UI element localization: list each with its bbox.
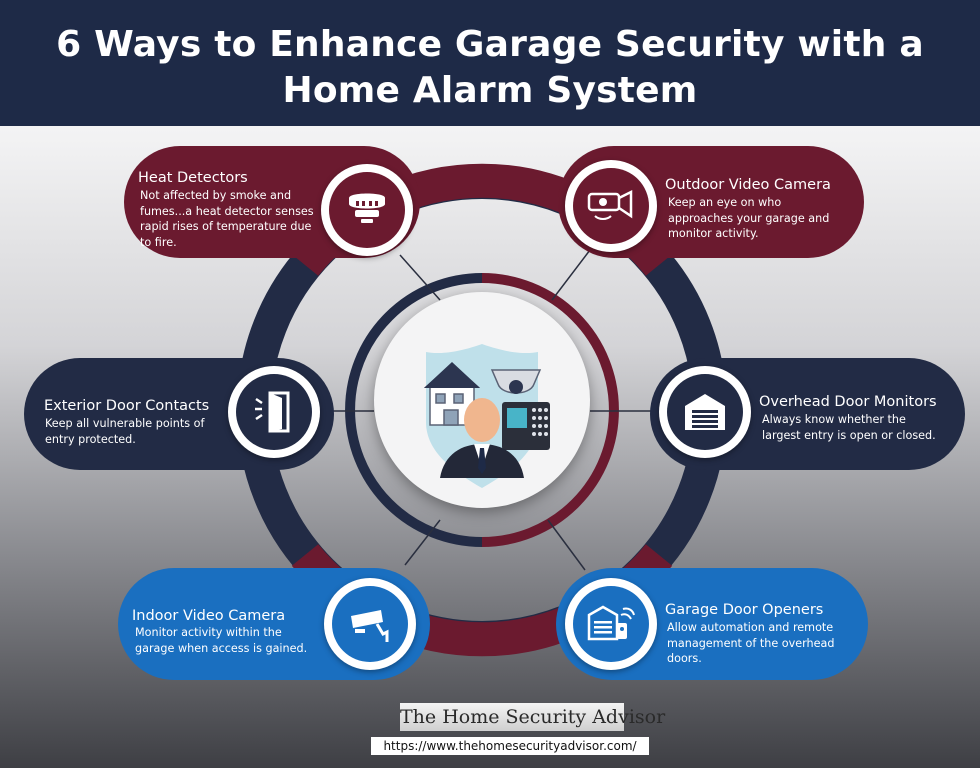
smoke-detector-icon [349, 193, 385, 223]
header-banner: 6 Ways to Enhance Garage Security with a… [0, 0, 980, 126]
overhead-door-badge [659, 366, 751, 458]
indoor-camera-icon [351, 610, 389, 642]
outdoor-camera-badge [565, 160, 657, 252]
security-guard-icon [424, 344, 550, 488]
page-title: 6 Ways to Enhance Garage Security with a… [56, 24, 924, 111]
card-title: Exterior Door Contacts [44, 398, 210, 414]
inner-ring-left-arc [345, 273, 483, 547]
inner-ring-right-arc [481, 273, 619, 547]
card-description: Monitor activity within the garage when … [135, 626, 308, 655]
outdoor-camera-icon [587, 189, 633, 220]
card-description: Not affected by smoke and fumes...a heat… [140, 189, 314, 249]
brand-logo-text: The Home Security Advisor [400, 703, 665, 731]
card-title: Heat Detectors [138, 170, 248, 186]
card-description: Keep all vulnerable points of entry prot… [45, 417, 205, 446]
indoor-camera-badge [324, 578, 416, 670]
card-description: Always know whether the largest entry is… [762, 413, 936, 442]
heat-detector-badge [321, 164, 413, 256]
garage-remote-icon [587, 605, 635, 641]
card-description: Keep an eye on who approaches your garag… [668, 196, 830, 240]
garage-door-icon [685, 394, 725, 430]
website-url[interactable]: https://www.thehomesecurityadvisor.com/ [371, 737, 649, 755]
door-contact-badge [228, 366, 320, 458]
card-title: Outdoor Video Camera [665, 177, 831, 193]
garage-opener-badge [565, 578, 657, 670]
door-contact-icon [255, 391, 290, 433]
card-description: Allow automation and remote management o… [667, 621, 835, 665]
card-title: Indoor Video Camera [132, 608, 286, 624]
center-illustration [374, 292, 590, 508]
card-title: Garage Door Openers [665, 602, 824, 618]
card-title: Overhead Door Monitors [759, 394, 937, 410]
